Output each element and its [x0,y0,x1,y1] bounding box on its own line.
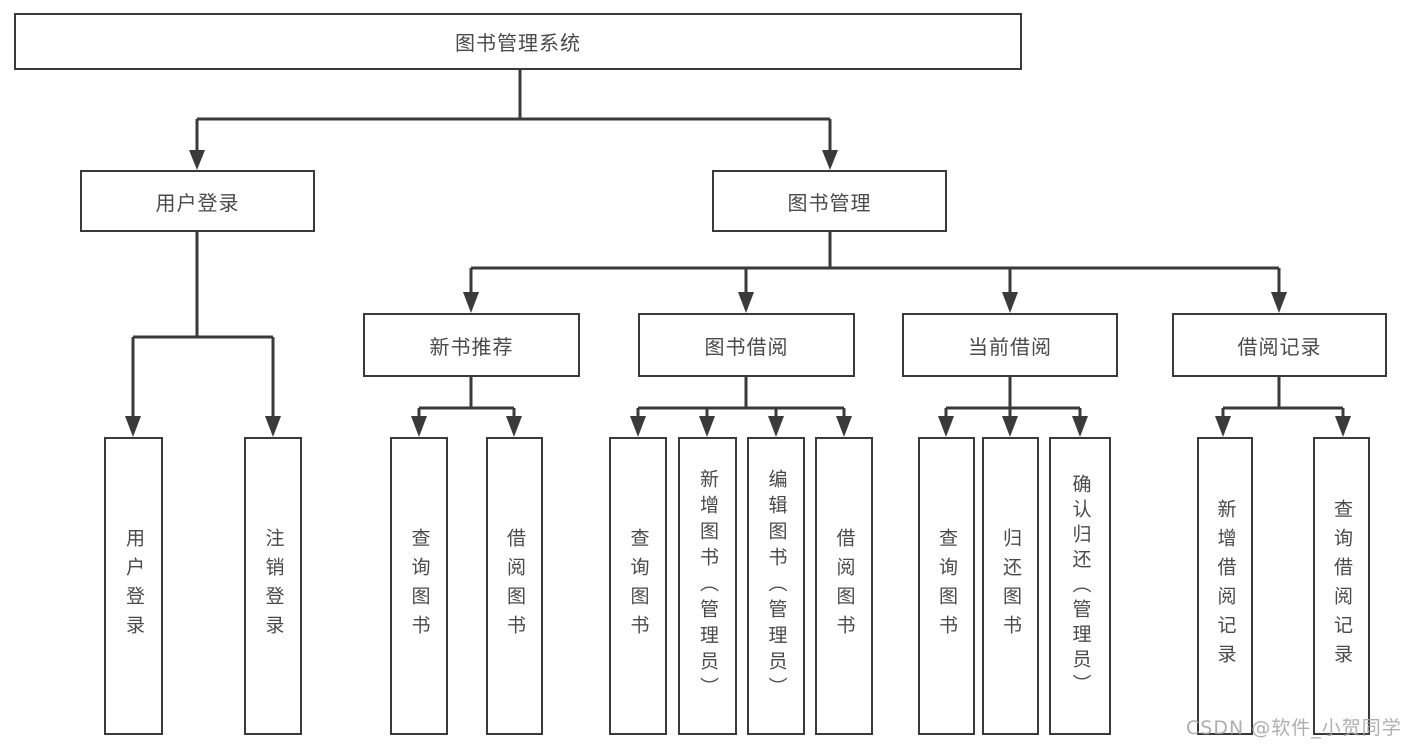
node-root: 图书管理系统 [14,13,1022,70]
leaf-borrowing-add-books-label: 新增图书（管理员） [697,469,719,703]
leaf-current-query-books-label: 查询图书 [936,528,958,644]
leaf-borrowing-edit-books: 编辑图书（管理员） [747,437,805,735]
leaf-recommend-query-books: 查询图书 [390,437,448,735]
leaf-user-login: 用户登录 [104,437,163,735]
leaf-records-add-record: 新增借阅记录 [1197,437,1253,735]
node-book-borrowing: 图书借阅 [638,313,855,377]
leaf-logout-label: 注销登录 [262,528,285,644]
leaf-borrowing-borrow-books: 借阅图书 [815,437,873,735]
node-book-management: 图书管理 [712,170,947,232]
leaf-recommend-borrow-books-label: 借阅图书 [504,528,526,644]
leaf-borrowing-add-books: 新增图书（管理员） [678,437,737,735]
leaf-records-add-record-label: 新增借阅记录 [1214,499,1237,673]
leaf-recommend-borrow-books: 借阅图书 [486,437,543,735]
leaf-recommend-query-books-label: 查询图书 [408,528,431,644]
node-current-borrowing: 当前借阅 [902,313,1118,377]
watermark: CSDN @软件_小贺同学 [1186,717,1402,739]
leaf-borrowing-borrow-books-label: 借阅图书 [833,528,856,644]
leaf-current-confirm-return: 确认归还（管理员） [1049,437,1111,735]
leaf-records-query-record: 查询借阅记录 [1313,437,1370,735]
leaf-borrowing-edit-books-label: 编辑图书（管理员） [765,469,788,703]
leaf-current-return-books-label: 归还图书 [1000,528,1022,644]
leaf-borrowing-query-books-label: 查询图书 [627,528,650,644]
node-borrowing-records: 借阅记录 [1172,313,1387,377]
node-new-book-recommend: 新书推荐 [363,313,580,377]
leaf-current-confirm-return-label: 确认归还（管理员） [1069,473,1092,699]
leaf-records-query-record-label: 查询借阅记录 [1331,499,1353,673]
leaf-current-return-books: 归还图书 [982,437,1039,735]
leaf-logout: 注销登录 [244,437,302,735]
node-user-login: 用户登录 [80,170,315,232]
leaf-current-query-books: 查询图书 [918,437,975,735]
leaf-user-login-label: 用户登录 [123,528,145,644]
leaf-borrowing-query-books: 查询图书 [609,437,667,735]
